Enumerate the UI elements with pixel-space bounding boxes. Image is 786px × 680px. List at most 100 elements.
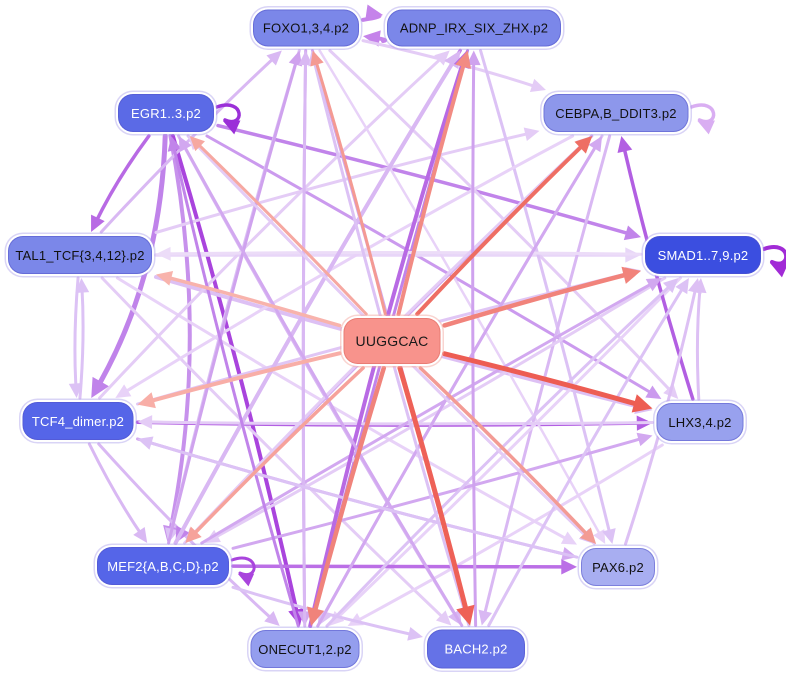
edge-uug-cebpa-arrowhead <box>574 136 593 154</box>
node-lhx3[interactable]: LHX3,4.p2 <box>656 403 744 441</box>
edge-line-pax6-tcf4 <box>144 439 579 559</box>
edge-line-uug-cebpa <box>415 141 588 316</box>
edge-line-bach2-smad <box>487 283 686 627</box>
edge-tal1-foxo-arrowhead <box>266 50 282 66</box>
edge-uug-bach2 <box>397 365 475 626</box>
edge-line-mef2-adnp <box>173 57 457 545</box>
edge-pax6-smad-arrowhead <box>688 278 702 294</box>
edge-line-egr-mef2 <box>167 134 192 536</box>
edge-tal1-foxo <box>99 50 282 234</box>
edge-mef2-bach2-arrowhead <box>407 627 423 641</box>
node-cebpa[interactable]: CEBPA,B_DDIT3.p2 <box>543 94 689 132</box>
self-loop-smad-arrowhead <box>770 262 786 278</box>
edge-egr-tcf4-arrowhead <box>91 376 109 398</box>
node-tcf4[interactable]: TCF4_dimer.p2 <box>22 402 134 440</box>
self-loop-line-egr <box>215 103 241 124</box>
self-loop-egr <box>215 103 241 135</box>
edge-uug-adnp <box>396 50 471 316</box>
edge-uug-mef2 <box>185 366 365 543</box>
edge-uug-lhx3-arrowhead <box>631 394 653 413</box>
edge-bach2-egr-arrowhead <box>178 136 192 153</box>
node-foxo[interactable]: FOXO1,3,4.p2 <box>253 9 359 47</box>
edge-onecut-cebpa <box>316 136 603 628</box>
edge-bach2-smad-arrowhead <box>675 278 689 295</box>
edge-foxo-adnp <box>361 4 383 22</box>
node-onecut[interactable]: ONECUT1,2.p2 <box>250 630 360 668</box>
edge-line-lhx3-onecut <box>353 443 664 624</box>
edge-uug-pax6-arrowhead <box>579 527 597 544</box>
edge-onecut-cebpa-arrowhead <box>588 136 603 153</box>
edge-tcf4-mef2 <box>87 442 148 543</box>
edge-line-onecut-egr <box>171 143 300 628</box>
node-bach2[interactable]: BACH2.p2 <box>427 629 525 669</box>
edge-tcf4-mef2-arrowhead <box>133 527 148 543</box>
self-loop-line-smad <box>762 245 786 266</box>
edge-uug-tal1 <box>156 270 342 328</box>
edge-tal1-pax6-arrowhead <box>560 531 577 545</box>
edge-onecut-egr <box>167 136 300 628</box>
edge-pax6-tcf4 <box>137 436 579 559</box>
edge-line-lhx3-smad <box>695 285 702 401</box>
edge-line-egr-tal1 <box>93 134 151 226</box>
edge-uug-tcf4 <box>137 351 342 409</box>
edge-line-uug-mef2 <box>190 366 365 538</box>
edge-uug-tcf4-arrowhead <box>137 392 156 409</box>
self-loop-smad <box>762 245 786 278</box>
self-loop-cebpa <box>689 103 716 135</box>
edge-smad-mef2 <box>204 276 667 543</box>
edge-lhx3-tcf4 <box>137 415 654 430</box>
edge-cebpa-tcf4 <box>115 134 575 398</box>
edge-uug-foxo-arrowhead <box>310 50 324 67</box>
node-smad[interactable]: SMAD1..7,9.p2 <box>645 236 761 274</box>
self-loop-line-cebpa <box>689 103 716 124</box>
edge-line-uug-adnp <box>396 58 467 316</box>
edge-tcf4-tal1 <box>75 278 90 400</box>
edge-line-uug-pax6 <box>418 366 592 539</box>
edge-bach2-smad <box>487 278 689 627</box>
edge-tal1-tcf4-arrowhead <box>68 383 83 398</box>
node-pax6[interactable]: PAX6.p2 <box>581 548 655 586</box>
node-tal1[interactable]: TAL1_TCF{3,4,12}.p2 <box>8 236 152 274</box>
edge-tal1-smad <box>154 247 641 263</box>
edge-lhx3-tcf4-arrowhead <box>137 415 153 430</box>
edge-line-bach2-egr <box>181 142 464 627</box>
edge-foxo-pax6 <box>318 49 606 544</box>
node-egr[interactable]: EGR1..3.p2 <box>118 94 214 132</box>
edge-uug-smad <box>442 266 641 328</box>
edge-egr-tal1 <box>91 134 151 232</box>
edge-line-lhx3-tcf4 <box>144 420 654 426</box>
edge-uug-pax6 <box>418 366 597 544</box>
edge-line-uug-lhx3 <box>442 351 645 408</box>
edge-tcf4-onecut-arrowhead <box>264 611 280 626</box>
edge-smad-onecut-arrowhead <box>328 610 345 626</box>
edge-uug-mef2-arrowhead <box>185 526 202 543</box>
self-loop-egr-arrowhead <box>223 120 241 135</box>
edge-uug-onecut-arrowhead <box>307 606 325 626</box>
edge-line-smad-tal1 <box>163 251 643 256</box>
self-loop-mef2-arrowhead <box>238 573 255 587</box>
edge-cebpa-bach2-arrowhead <box>478 609 493 626</box>
edge-tal1-bach2-arrowhead <box>435 610 452 626</box>
edge-line-tcf4-tal1 <box>78 285 85 400</box>
edge-uug-egr-arrowhead <box>189 136 205 152</box>
edge-adnp-pax6-arrowhead <box>602 528 616 544</box>
edge-line-uug-tcf4 <box>145 351 342 404</box>
node-mef2[interactable]: MEF2{A,B,C,D}.p2 <box>97 547 229 585</box>
edge-line-onecut-foxo <box>301 57 308 628</box>
edge-line-cebpa-tcf4 <box>121 134 575 395</box>
edge-uug-bach2-arrowhead <box>456 604 475 626</box>
edge-uug-onecut <box>307 365 387 626</box>
edge-line-tal1-foxo <box>99 54 277 234</box>
edge-onecut-foxo <box>298 50 313 628</box>
node-uug[interactable]: UUGGCAC <box>343 318 441 364</box>
node-adnp[interactable]: ADNP_IRX_SIX_ZHX.p2 <box>387 9 561 47</box>
edge-smad-tal1 <box>156 246 643 261</box>
edge-lhx3-cebpa-arrowhead <box>617 136 633 154</box>
edge-mef2-foxo-arrowhead <box>288 50 303 67</box>
edge-egr-tal1-arrowhead <box>91 214 105 232</box>
edge-line-tal1-tcf4 <box>73 276 80 391</box>
edge-line-uug-egr <box>194 140 368 316</box>
edge-uug-lhx3 <box>442 351 653 413</box>
edge-egr-smad-arrowhead <box>623 225 641 241</box>
